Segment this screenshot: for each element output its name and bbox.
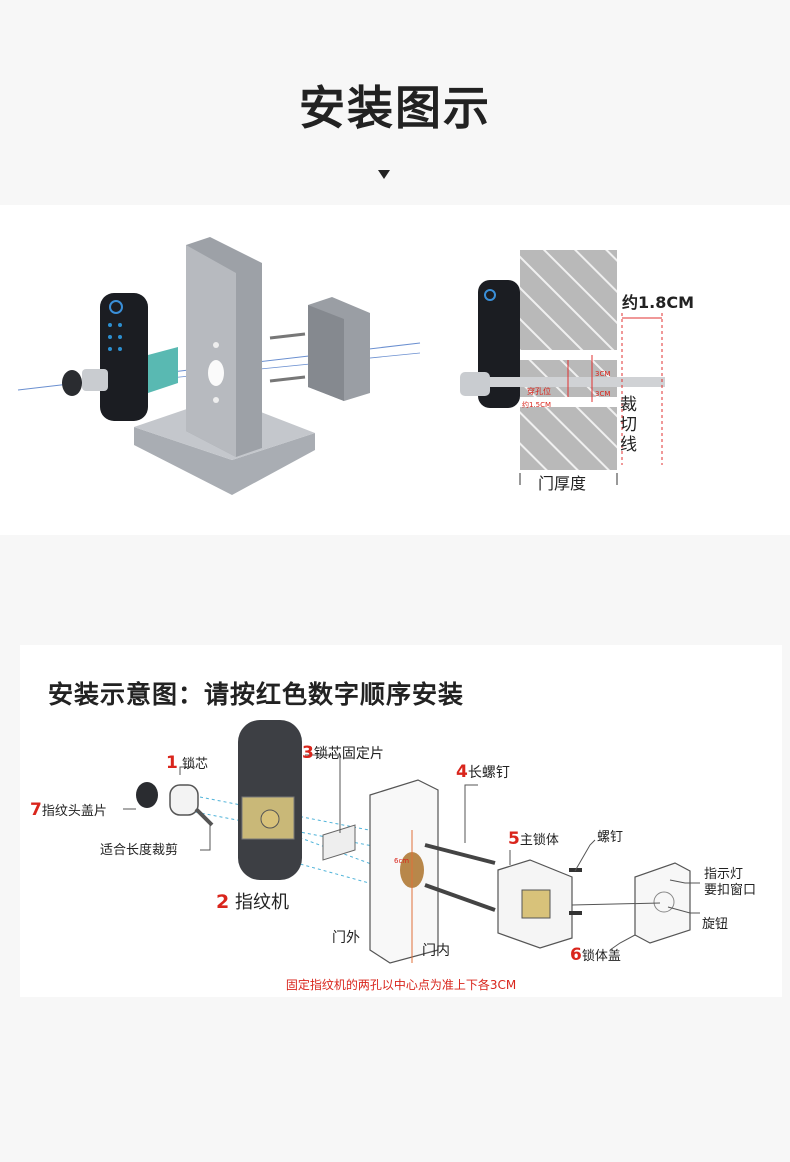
cylinder-spindle <box>490 377 665 387</box>
part-2-number: 2 <box>216 891 230 913</box>
wall-panel-front <box>186 245 236 457</box>
screw <box>269 375 306 383</box>
cut-line-label: 裁切线 <box>620 395 637 455</box>
part-7-text: 指纹头盖片 <box>41 804 107 819</box>
steps-title: 安装示意图：请按红色数字顺序安装 <box>48 680 465 709</box>
drill-channel <box>520 350 617 360</box>
door-thickness-label: 门厚度 <box>538 474 587 493</box>
part-6-text: 锁体盖 <box>581 949 621 964</box>
wall-screw-hole <box>213 397 219 403</box>
cylinder-knob <box>82 369 108 391</box>
hole-position-label: 穿孔位 <box>527 387 551 396</box>
long-screw-part <box>424 843 496 865</box>
fingerprint-cap-part <box>136 782 158 808</box>
part-6-label: 6锁体盖 <box>570 945 621 965</box>
fingerprint-sensor-icon <box>109 300 123 314</box>
cut-length-label: 适合长度裁剪 <box>100 843 179 858</box>
thickness-label: 约1.8CM <box>622 293 695 312</box>
steps-illustration-svg <box>123 720 700 964</box>
lock-body-gear <box>521 889 551 919</box>
cylinder-tailpiece <box>194 807 214 827</box>
part-5-text: 主锁体 <box>519 833 559 848</box>
fingerprint-unit <box>100 293 148 421</box>
cylinder-knob-side <box>460 372 490 396</box>
part-7-number: 7 <box>30 800 42 820</box>
part-4-label: 4长螺钉 <box>456 762 510 782</box>
wall-hole <box>208 360 224 386</box>
fingerprint-unit-mechanism <box>241 796 295 840</box>
part-6-number: 6 <box>570 945 582 965</box>
part-1-number: 1 <box>166 753 178 773</box>
wall-base <box>134 427 315 495</box>
part-1-text: 锁芯 <box>181 757 208 772</box>
down-arrow-icon <box>378 170 390 179</box>
installation-illustration-top: 约1.8CM 裁切线 门厚度 穿孔位 约1.5CM 3CM 3CM <box>0 205 790 535</box>
part-5-number: 5 <box>508 829 520 849</box>
top-illustration-svg <box>17 237 665 495</box>
cylinder-plate <box>148 347 178 393</box>
screw <box>269 332 306 340</box>
lock-cylinder-part <box>169 784 199 816</box>
part-5-label: 5主锁体 <box>508 829 559 849</box>
fingerprint-sensor-icon <box>484 289 496 301</box>
part-2-label: 2 指纹机 <box>216 888 289 914</box>
spacing-bottom-label: 3CM <box>595 390 611 398</box>
inside-label: 门内 <box>422 943 450 959</box>
cylinder-cap <box>62 370 82 396</box>
part-4-text: 长螺钉 <box>467 765 510 781</box>
knob-ring <box>653 891 675 913</box>
wall-screw-hole <box>213 342 219 348</box>
leader-lines <box>123 754 700 951</box>
keypad-dots <box>108 323 122 351</box>
lock-body-front <box>308 305 344 401</box>
spindle-guide <box>571 902 661 906</box>
knob-label: 旋钮 <box>702 917 729 932</box>
part-2-text: 指纹机 <box>234 892 289 913</box>
screw-label: 螺钉 <box>597 830 624 845</box>
6cm-label: 6cm <box>394 857 410 865</box>
part-3-label: 3锁芯固定片 <box>302 743 384 763</box>
part-1-label: 1 锁芯 <box>166 753 208 773</box>
indicator-label-2: 要扣窗口 <box>704 883 757 898</box>
installation-steps-diagram: 安装示意图：请按红色数字顺序安装 <box>20 645 782 997</box>
spacing-top-label: 3CM <box>595 370 611 378</box>
long-screw-part <box>424 883 496 912</box>
part-3-number: 3 <box>302 743 314 763</box>
fingerprint-unit-gear <box>260 809 280 829</box>
cylinder-fixing-plate-part <box>322 824 356 861</box>
hole-diameter-label: 约1.5CM <box>522 401 552 409</box>
drill-channel <box>520 397 617 407</box>
part-7-label: 7指纹头盖片 <box>30 800 107 820</box>
footer-note: 固定指纹机的两孔以中心点为准上下各3CM <box>285 978 517 992</box>
part-3-text: 锁芯固定片 <box>313 746 384 762</box>
page-title: 安装图示 <box>299 81 491 135</box>
part-4-number: 4 <box>456 762 468 782</box>
outside-label: 门外 <box>332 930 360 946</box>
indicator-label-1: 指示灯 <box>704 867 744 882</box>
